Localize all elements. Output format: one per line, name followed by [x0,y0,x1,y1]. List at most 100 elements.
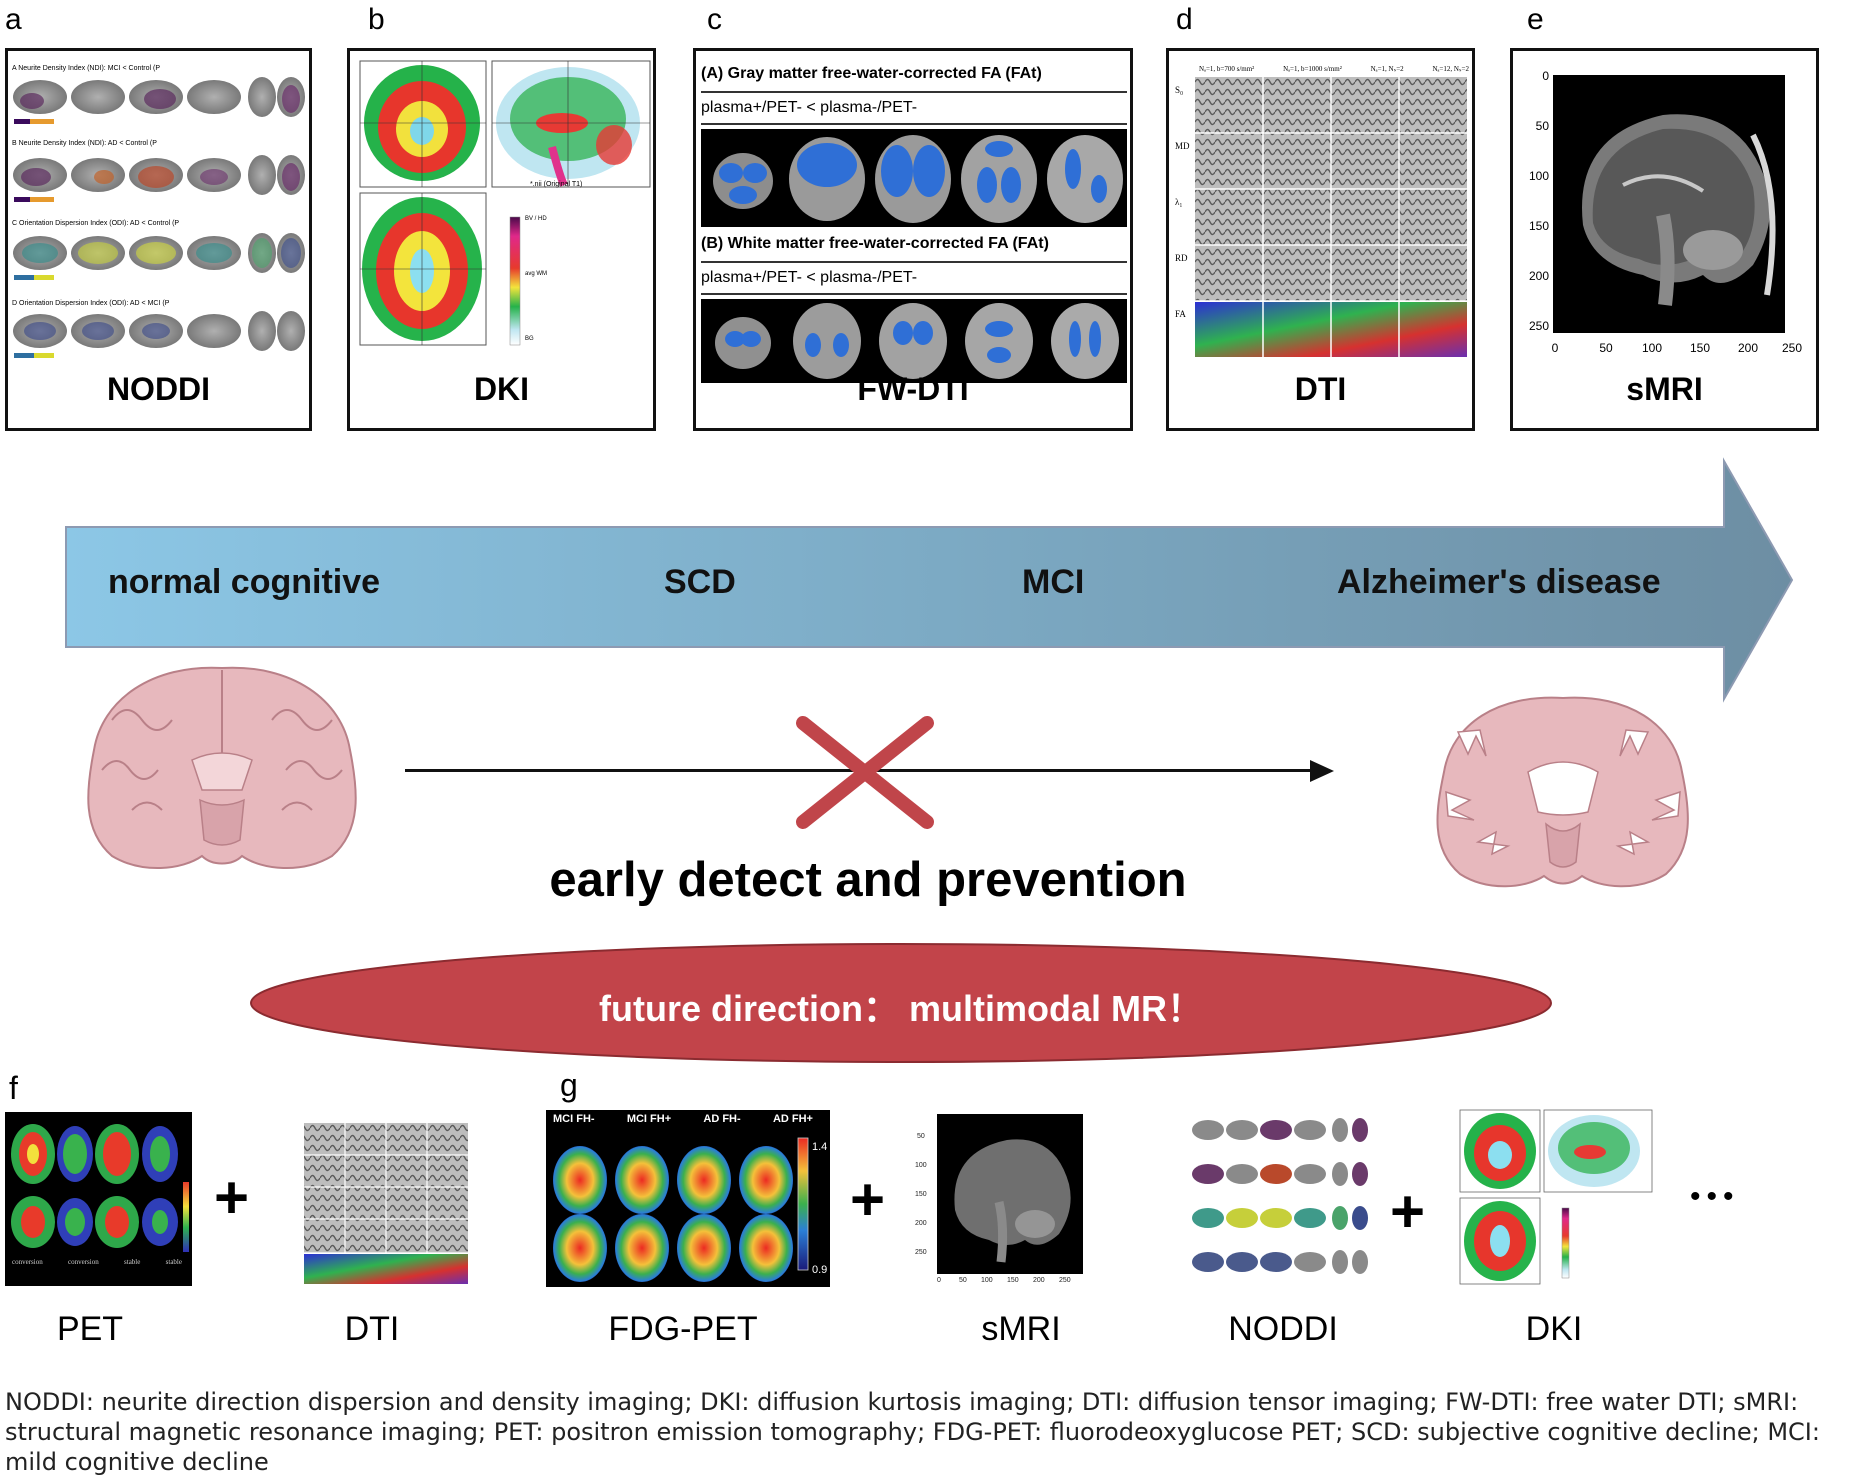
dti-thumbnail [290,1113,470,1285]
panel-letter-f: f [9,1070,18,1106]
noddi-title: NODDI [106,371,211,407]
fwdti-b-sub: plasma+/PET- < plasma-/PET- [701,261,1127,295]
fwdti-a-sub: plasma+/PET- < plasma-/PET- [701,91,1127,125]
smri-x-tick: 100 [1641,341,1663,355]
svg-text:150: 150 [915,1191,927,1198]
fdg-col-header: AD FH- [703,1113,741,1125]
panel-letter-g: g [560,1067,578,1103]
fdg-scale-bottom: 0.9 [812,1264,828,1276]
fdg-col-header: MCI FH+ [626,1113,672,1125]
fdg-pet-thumbnail [546,1110,830,1287]
smri-image [1553,75,1785,333]
label-fdg-pet: FDG-PET [608,1310,758,1348]
fdg-col-header: MCI FH- [553,1113,595,1125]
dti-col-header: Nₐ=12, Nₛ=2 [1432,65,1469,73]
svg-text:100: 100 [981,1277,993,1284]
dki-colorbar-mid: avg WM [525,271,548,277]
plus-sign: + [1390,1178,1426,1245]
ad-brain-illustration [1436,696,1689,888]
dki-title: DKI [473,371,530,407]
svg-text:250: 250 [1059,1277,1071,1284]
plus-sign: + [214,1164,250,1231]
smri-y-tick: 50 [1535,119,1549,133]
fwdti-a-title: (A) Gray matter free-water-corrected FA … [701,65,1042,82]
smri-y-tick: 150 [1528,219,1549,233]
panel-letter-a: a [5,3,22,36]
noddi-panel: A Neurite Density Index (NDI): MCI < Con… [5,48,312,431]
svg-text:150: 150 [1007,1277,1019,1284]
fdg-col-headers: MCI FH- MCI FH+ AD FH- AD FH+ [553,1113,813,1125]
noddi-row-label: D Orientation Dispersion Index (ODI): AD… [12,300,170,307]
dki-colorbar-bot: BG [525,336,534,342]
noddi-row-label: A Neurite Density Index (NDI): MCI < Con… [12,65,161,72]
smri-panel: 0 50 100 150 200 250 0 50 100 150 200 25… [1510,48,1819,431]
dti-col-header: Nₐ=1, b=700 s/mm² [1199,65,1255,73]
dti-row-label: λ₁ [1175,197,1183,207]
svg-text:200: 200 [915,1220,927,1227]
dti-col-headers: Nₐ=1, b=700 s/mm² Nₐ=1, b=1000 s/mm² Nₐ=… [1199,65,1469,73]
noddi-row-label: C Orientation Dispersion Index (ODI): AD… [12,220,180,227]
dti-row-label: FA [1175,309,1186,319]
smri-x-tick: 200 [1737,341,1759,355]
smri-y-tick: 250 [1528,319,1549,333]
label-pet: PET [56,1310,124,1348]
svg-text:200: 200 [1033,1277,1045,1284]
dti-panel: Nₐ=1, b=700 s/mm² Nₐ=1, b=1000 s/mm² Nₐ=… [1166,48,1475,431]
label-smri: sMRI [981,1310,1061,1348]
healthy-brain-illustration [87,666,357,869]
dki-colorbar-top: BV / HD [525,216,547,222]
fwdti-wm-maps [701,299,1127,383]
stage-mci: MCI [1022,563,1085,601]
dki-maps [359,60,651,346]
panel-letter-c: c [707,3,722,36]
fwdti-gm-maps [701,129,1127,227]
dki-file-label: *.nii (Original T1) [530,181,583,188]
pet-group-label: stable [165,1258,182,1266]
dti-title: DTI [1294,371,1347,407]
svg-text:50: 50 [917,1133,925,1140]
dki-thumbnail [1458,1108,1656,1286]
noddi-row-label: B Neurite Density Index (NDI): AD < Cont… [12,140,157,147]
future-direction-text: future direction： multimodal MR！ [598,988,1203,1029]
label-dti: DTI [344,1310,400,1348]
smri-x-tick: 150 [1689,341,1711,355]
noddi-brain-grid [13,77,305,358]
plus-sign: + [850,1166,886,1233]
figure-caption: NODDI: neurite direction dispersion and … [5,1388,1820,1476]
dti-grid [1195,77,1467,357]
smri-y-tick: 200 [1528,269,1549,283]
pet-group-label: conversion [12,1258,43,1266]
smri-y-tick: 100 [1528,169,1549,183]
stage-normal-cognitive: normal cognitive [108,563,381,601]
noddi-brain-maps: A Neurite Density Index (NDI): MCI < Con… [10,55,307,375]
dti-row-label: MD [1175,141,1190,151]
noddi-thumbnail [1190,1108,1370,1286]
smri-y-tick: 0 [1542,69,1549,83]
label-dki: DKI [1525,1310,1583,1348]
fwdti-b-title: (B) White matter free-water-corrected FA… [701,235,1049,252]
label-noddi: NODDI [1228,1310,1338,1348]
dti-col-header: Nₐ=1, Nₛ=2 [1370,65,1404,73]
smri-x-tick: 0 [1551,341,1559,355]
pet-group-labels: conversion conversion stable stable [12,1258,182,1266]
cross-icon [796,716,934,829]
progression-arrow [65,457,1794,703]
early-detect-heading: early detect and prevention [549,853,1187,907]
smri-x-tick: 250 [1781,341,1803,355]
fdg-scale-top: 1.4 [812,1141,828,1153]
svg-text:50: 50 [959,1277,967,1284]
panel-letter-e: e [1527,3,1544,36]
svg-text:0: 0 [937,1277,941,1284]
pet-thumbnail [5,1112,192,1286]
ellipsis-icon: ••• [1690,1180,1740,1213]
pet-group-label: conversion [68,1258,99,1266]
dti-row-label: S₀ [1175,85,1184,95]
svg-text:100: 100 [915,1162,927,1169]
fdg-col-header: AD FH+ [772,1113,813,1125]
dti-row-label: RD [1175,253,1188,263]
panel-letter-b: b [368,3,385,36]
dki-panel: *.nii (Original T1) BV / HD avg WM BG DK… [347,48,656,431]
smri-title: sMRI [1626,371,1703,407]
future-direction-ellipse [250,943,1552,1063]
smri-x-tick: 50 [1599,341,1613,355]
